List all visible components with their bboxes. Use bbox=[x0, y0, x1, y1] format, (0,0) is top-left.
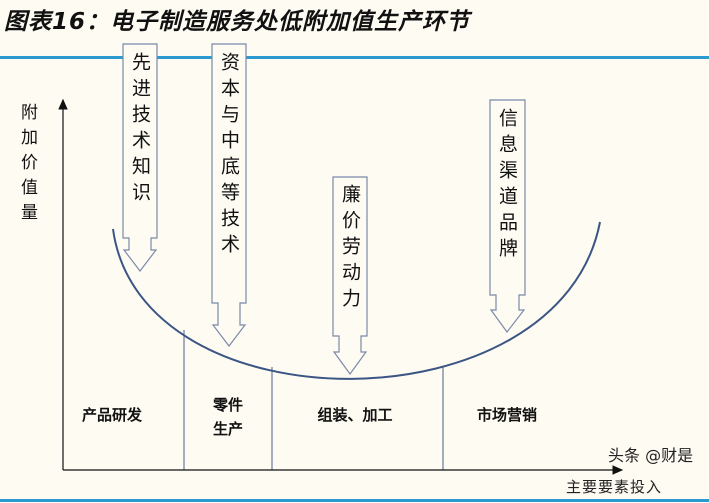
stage-assembly: 组装、加工 bbox=[317, 406, 393, 424]
stage-parts: 零件 生产 bbox=[212, 396, 243, 438]
input-arrow-2 bbox=[211, 43, 247, 347]
figure-title: 图表16：电子制造服务处低附加值生产环节 bbox=[4, 9, 471, 35]
stage-marketing: 市场营销 bbox=[476, 406, 537, 424]
input-arrow-4 bbox=[489, 99, 526, 334]
input-label-advanced-tech: 先进技术知识 bbox=[129, 52, 151, 208]
input-label-channel-brand: 信息渠道品牌 bbox=[496, 108, 518, 264]
stage-rd: 产品研发 bbox=[81, 406, 142, 424]
input-label-capital: 资本与中底等技术 bbox=[218, 52, 240, 260]
y-axis-label: 附加价值量 bbox=[17, 103, 37, 228]
input-arrow-3 bbox=[332, 176, 368, 376]
bottom-rule bbox=[0, 499, 709, 502]
top-rule bbox=[0, 56, 709, 59]
input-label-cheap-labor: 廉价劳动力 bbox=[339, 184, 361, 314]
input-arrow-1 bbox=[122, 43, 158, 272]
smile-curve bbox=[112, 221, 601, 380]
watermark: 头条 @财是 bbox=[608, 446, 694, 465]
x-axis-label: 主要要素投入 bbox=[566, 478, 663, 496]
